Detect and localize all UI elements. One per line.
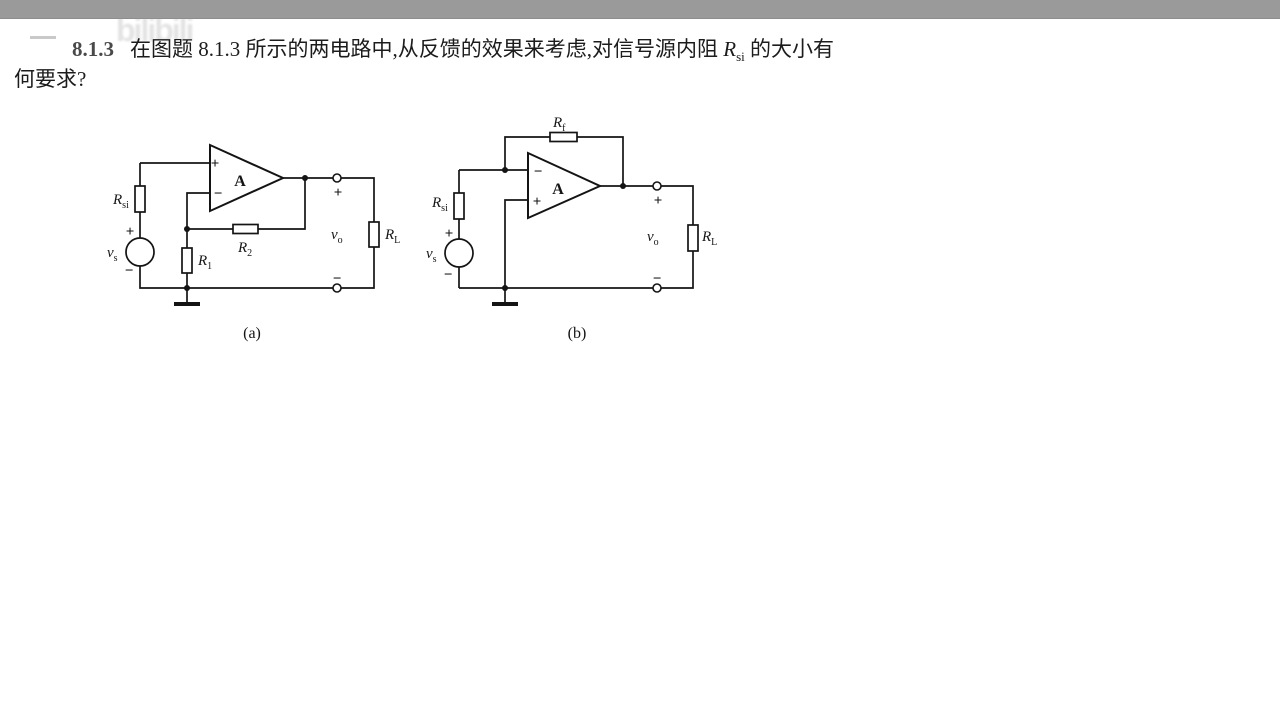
label-vo-a: vo <box>331 227 343 246</box>
opamp-triangle-a <box>209 143 286 213</box>
terminal-b-minus <box>652 283 662 293</box>
node-b-inv <box>502 167 508 173</box>
wire-b-top-right <box>661 185 694 225</box>
circuit-b: − + A Rf Rsi + − vs + − vo RL (b) <box>426 115 717 342</box>
node-b-ground <box>502 285 508 291</box>
output-b-plus: + <box>654 193 663 209</box>
opamp-triangle-b <box>527 151 603 220</box>
output-b-minus: − <box>653 271 662 287</box>
vs-a-plus: + <box>126 224 135 240</box>
problem-text-after: 的大小有 <box>750 37 834 61</box>
wire-a-bottom <box>139 266 333 289</box>
wire-a-top-right <box>341 177 375 222</box>
terminal-a-plus <box>332 173 342 183</box>
opamp-b-inv-sign: − <box>534 164 543 180</box>
label-rl-a: RL <box>384 227 400 246</box>
wire-b-feedback-left <box>504 136 550 170</box>
caption-b: (b) <box>568 325 587 342</box>
label-rsi-b: Rsi <box>431 195 448 214</box>
circuit-a: + − A Rsi + − vs R1 R2 + − vo RL (a) <box>107 143 400 342</box>
wire-a-inv-feedback <box>186 192 210 229</box>
circuit-svg: + − A Rsi + − vs R1 R2 + − vo RL (a) <box>107 115 717 342</box>
node-a-inv <box>184 226 190 232</box>
problem-text-before: 在图题 8.1.3 所示的两电路中,从反馈的效果来考虑,对信号源内阻 <box>130 37 718 61</box>
opamp-a-noninv-sign: + <box>211 156 220 172</box>
resistor-rf <box>549 131 578 143</box>
wire-b-bottom-right <box>661 251 694 289</box>
scan-artifact-dash <box>30 36 56 39</box>
top-gray-bar <box>0 0 1280 19</box>
label-rf: Rf <box>552 115 566 134</box>
label-rsi-a: Rsi <box>112 192 129 211</box>
output-a-plus: + <box>334 185 343 201</box>
resistor-rsi-b <box>453 192 465 220</box>
label-vs-b: vs <box>426 246 437 265</box>
wire-b-noninv-ground <box>504 199 528 288</box>
node-a-ground <box>184 285 190 291</box>
resistor-rl-a <box>368 221 380 248</box>
caption-a: (a) <box>243 325 261 342</box>
vs-b-minus: − <box>444 267 453 283</box>
label-rl-b: RL <box>701 229 717 248</box>
output-a-minus: − <box>333 271 342 287</box>
opamp-b-gain-label: A <box>552 181 564 198</box>
circuit-figures: + − A Rsi + − vs R1 R2 + − vo RL (a) <box>100 105 740 355</box>
label-r1: R1 <box>197 253 212 272</box>
resistor-rl-b <box>687 224 699 252</box>
label-r2: R2 <box>237 240 252 259</box>
resistor-r1 <box>181 247 193 274</box>
vs-a-minus: − <box>125 263 134 279</box>
node-b-output <box>620 183 626 189</box>
vs-b-plus: + <box>445 226 454 242</box>
opamp-b-noninv-sign: + <box>533 194 542 210</box>
opamp-a-gain-label: A <box>234 173 246 190</box>
problem-statement-line2: 何要求? <box>14 67 87 91</box>
source-vs-b <box>444 238 474 268</box>
label-vs-a: vs <box>107 245 118 264</box>
label-vo-b: vo <box>647 229 659 248</box>
wire-a-r2-right <box>258 178 306 230</box>
problem-number: 8.1.3 <box>72 37 114 61</box>
terminal-b-plus <box>652 181 662 191</box>
source-vs-a <box>125 237 155 267</box>
opamp-a-inv-sign: − <box>214 186 223 202</box>
rsi-inline-symbol: Rsi <box>723 37 745 65</box>
wire-b-feedback-right <box>577 136 624 186</box>
terminal-a-minus <box>332 283 342 293</box>
resistor-r2 <box>232 223 259 235</box>
wire-a-bottom-right <box>341 247 375 289</box>
node-a-output <box>302 175 308 181</box>
resistor-rsi-a <box>134 185 146 213</box>
